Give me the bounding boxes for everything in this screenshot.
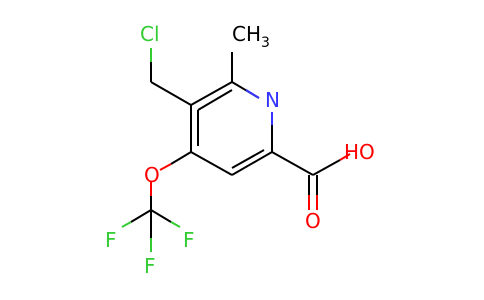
bond-cf3-f-left-half [121,221,132,228]
pyridine-ring [190,81,273,176]
bond-c6-cooh [271,151,314,176]
bond-cf3-f-right-half [170,221,181,228]
bond-c5-c4 [190,151,233,176]
bond-c6-c5-inner [231,149,265,169]
bond-c4-o [170,151,192,165]
bond-n-c2-half [245,89,260,99]
bond-c3-ch2 [150,81,192,106]
bond-c6-c5 [231,151,273,176]
atom-fluorine-right: F [183,228,195,252]
atom-fluorine-bottom: F [144,254,156,278]
bond-o-half [159,163,172,171]
atom-chlorine: Cl [140,22,160,46]
bond-c3-c2 [190,81,233,106]
atom-hydroxyl: HO [344,140,375,164]
bond-cf3-f-left [130,209,152,223]
bond-cooh-oh [312,159,341,176]
atom-methyl: CH3 [232,22,270,51]
atom-fluorine-left: F [105,228,117,252]
bond-oh-half [339,153,351,161]
atom-carbonyl-oxygen: O [305,209,321,233]
atom-nitrogen: N [265,88,280,112]
atom-ether-oxygen: O [144,163,160,187]
bond-c2-c2-inner [197,89,233,111]
bond-cf3-f-right [150,209,172,223]
